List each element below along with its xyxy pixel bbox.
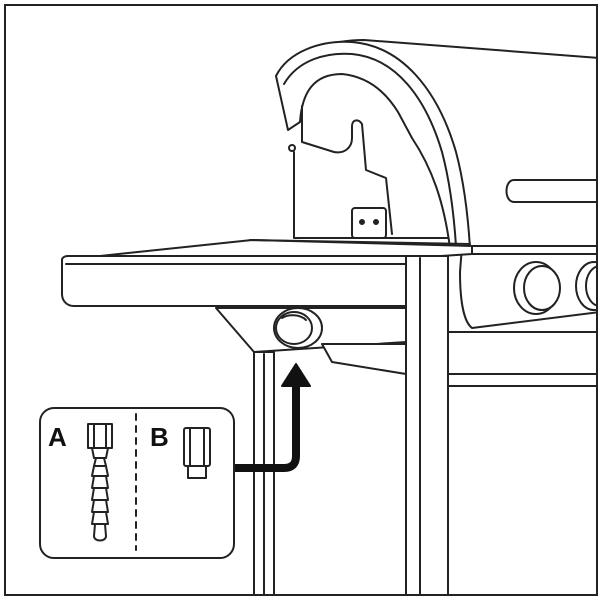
label-b: B xyxy=(150,422,169,452)
diagram-frame: A B xyxy=(4,4,598,596)
control-panel xyxy=(459,245,596,329)
grill-lid xyxy=(275,39,596,249)
hose-barb-fitting-icon xyxy=(87,423,113,542)
label-a: A xyxy=(48,422,67,452)
cap-nut-fitting-icon xyxy=(183,427,211,479)
pointer-arrow-icon xyxy=(234,363,311,472)
grill-diagram: A B xyxy=(39,39,596,594)
fitting-callout: A B xyxy=(39,407,235,559)
grill-body xyxy=(293,151,596,387)
side-burner-knob-icon xyxy=(273,307,323,349)
cart-legs xyxy=(253,255,449,594)
side-shelf xyxy=(61,239,473,353)
